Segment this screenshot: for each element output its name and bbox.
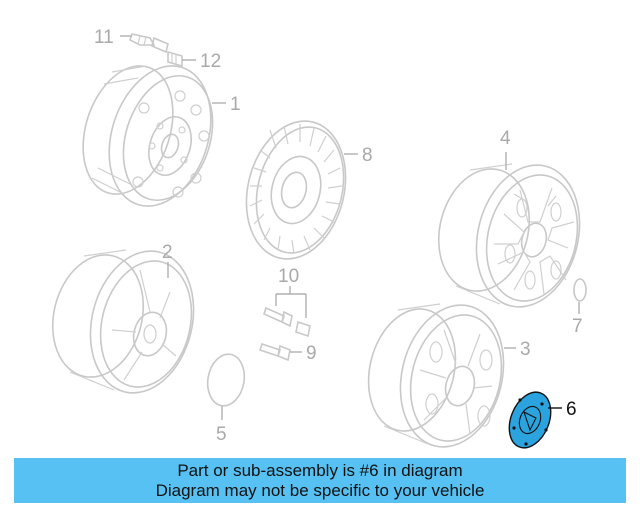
callout-9: 9 xyxy=(306,343,317,364)
callout-12: 12 xyxy=(200,51,221,72)
part-9-bolt xyxy=(258,342,291,362)
callout-6: 6 xyxy=(566,399,577,420)
callout-11: 11 xyxy=(94,27,114,48)
callout-7: 7 xyxy=(572,316,583,337)
part-5-center-cap xyxy=(206,353,246,407)
callout-4: 4 xyxy=(500,128,511,149)
callout-2: 2 xyxy=(162,242,173,263)
part-4-alloy-wheel xyxy=(437,163,581,308)
part-8-wheel-cover xyxy=(245,120,347,260)
leader-lines xyxy=(120,35,580,420)
callout-3: 3 xyxy=(520,339,531,360)
part-2-alloy-wheel xyxy=(51,249,195,394)
banner-line-1: Part or sub-assembly is #6 in diagram xyxy=(177,460,463,480)
banner-line-2: Diagram may not be specific to your vehi… xyxy=(155,480,485,500)
part-7-seal xyxy=(573,278,587,302)
info-banner: Part or sub-assembly is #6 in diagram Di… xyxy=(14,458,626,503)
part-1-steel-wheel xyxy=(82,65,214,207)
callout-8: 8 xyxy=(362,145,373,166)
parts-diagram: 11 12 1 8 4 2 10 7 3 9 5 6 xyxy=(51,27,587,449)
part-6-center-cap-highlighted xyxy=(508,391,552,449)
part-12-valve-cap xyxy=(167,50,183,68)
part-3-alloy-wheel xyxy=(367,303,505,448)
callout-10: 10 xyxy=(278,266,299,287)
part-11-valve-stem xyxy=(129,33,169,54)
part-10-lug-bolts xyxy=(263,306,311,338)
callout-1: 1 xyxy=(230,94,241,115)
callout-5: 5 xyxy=(216,424,227,445)
